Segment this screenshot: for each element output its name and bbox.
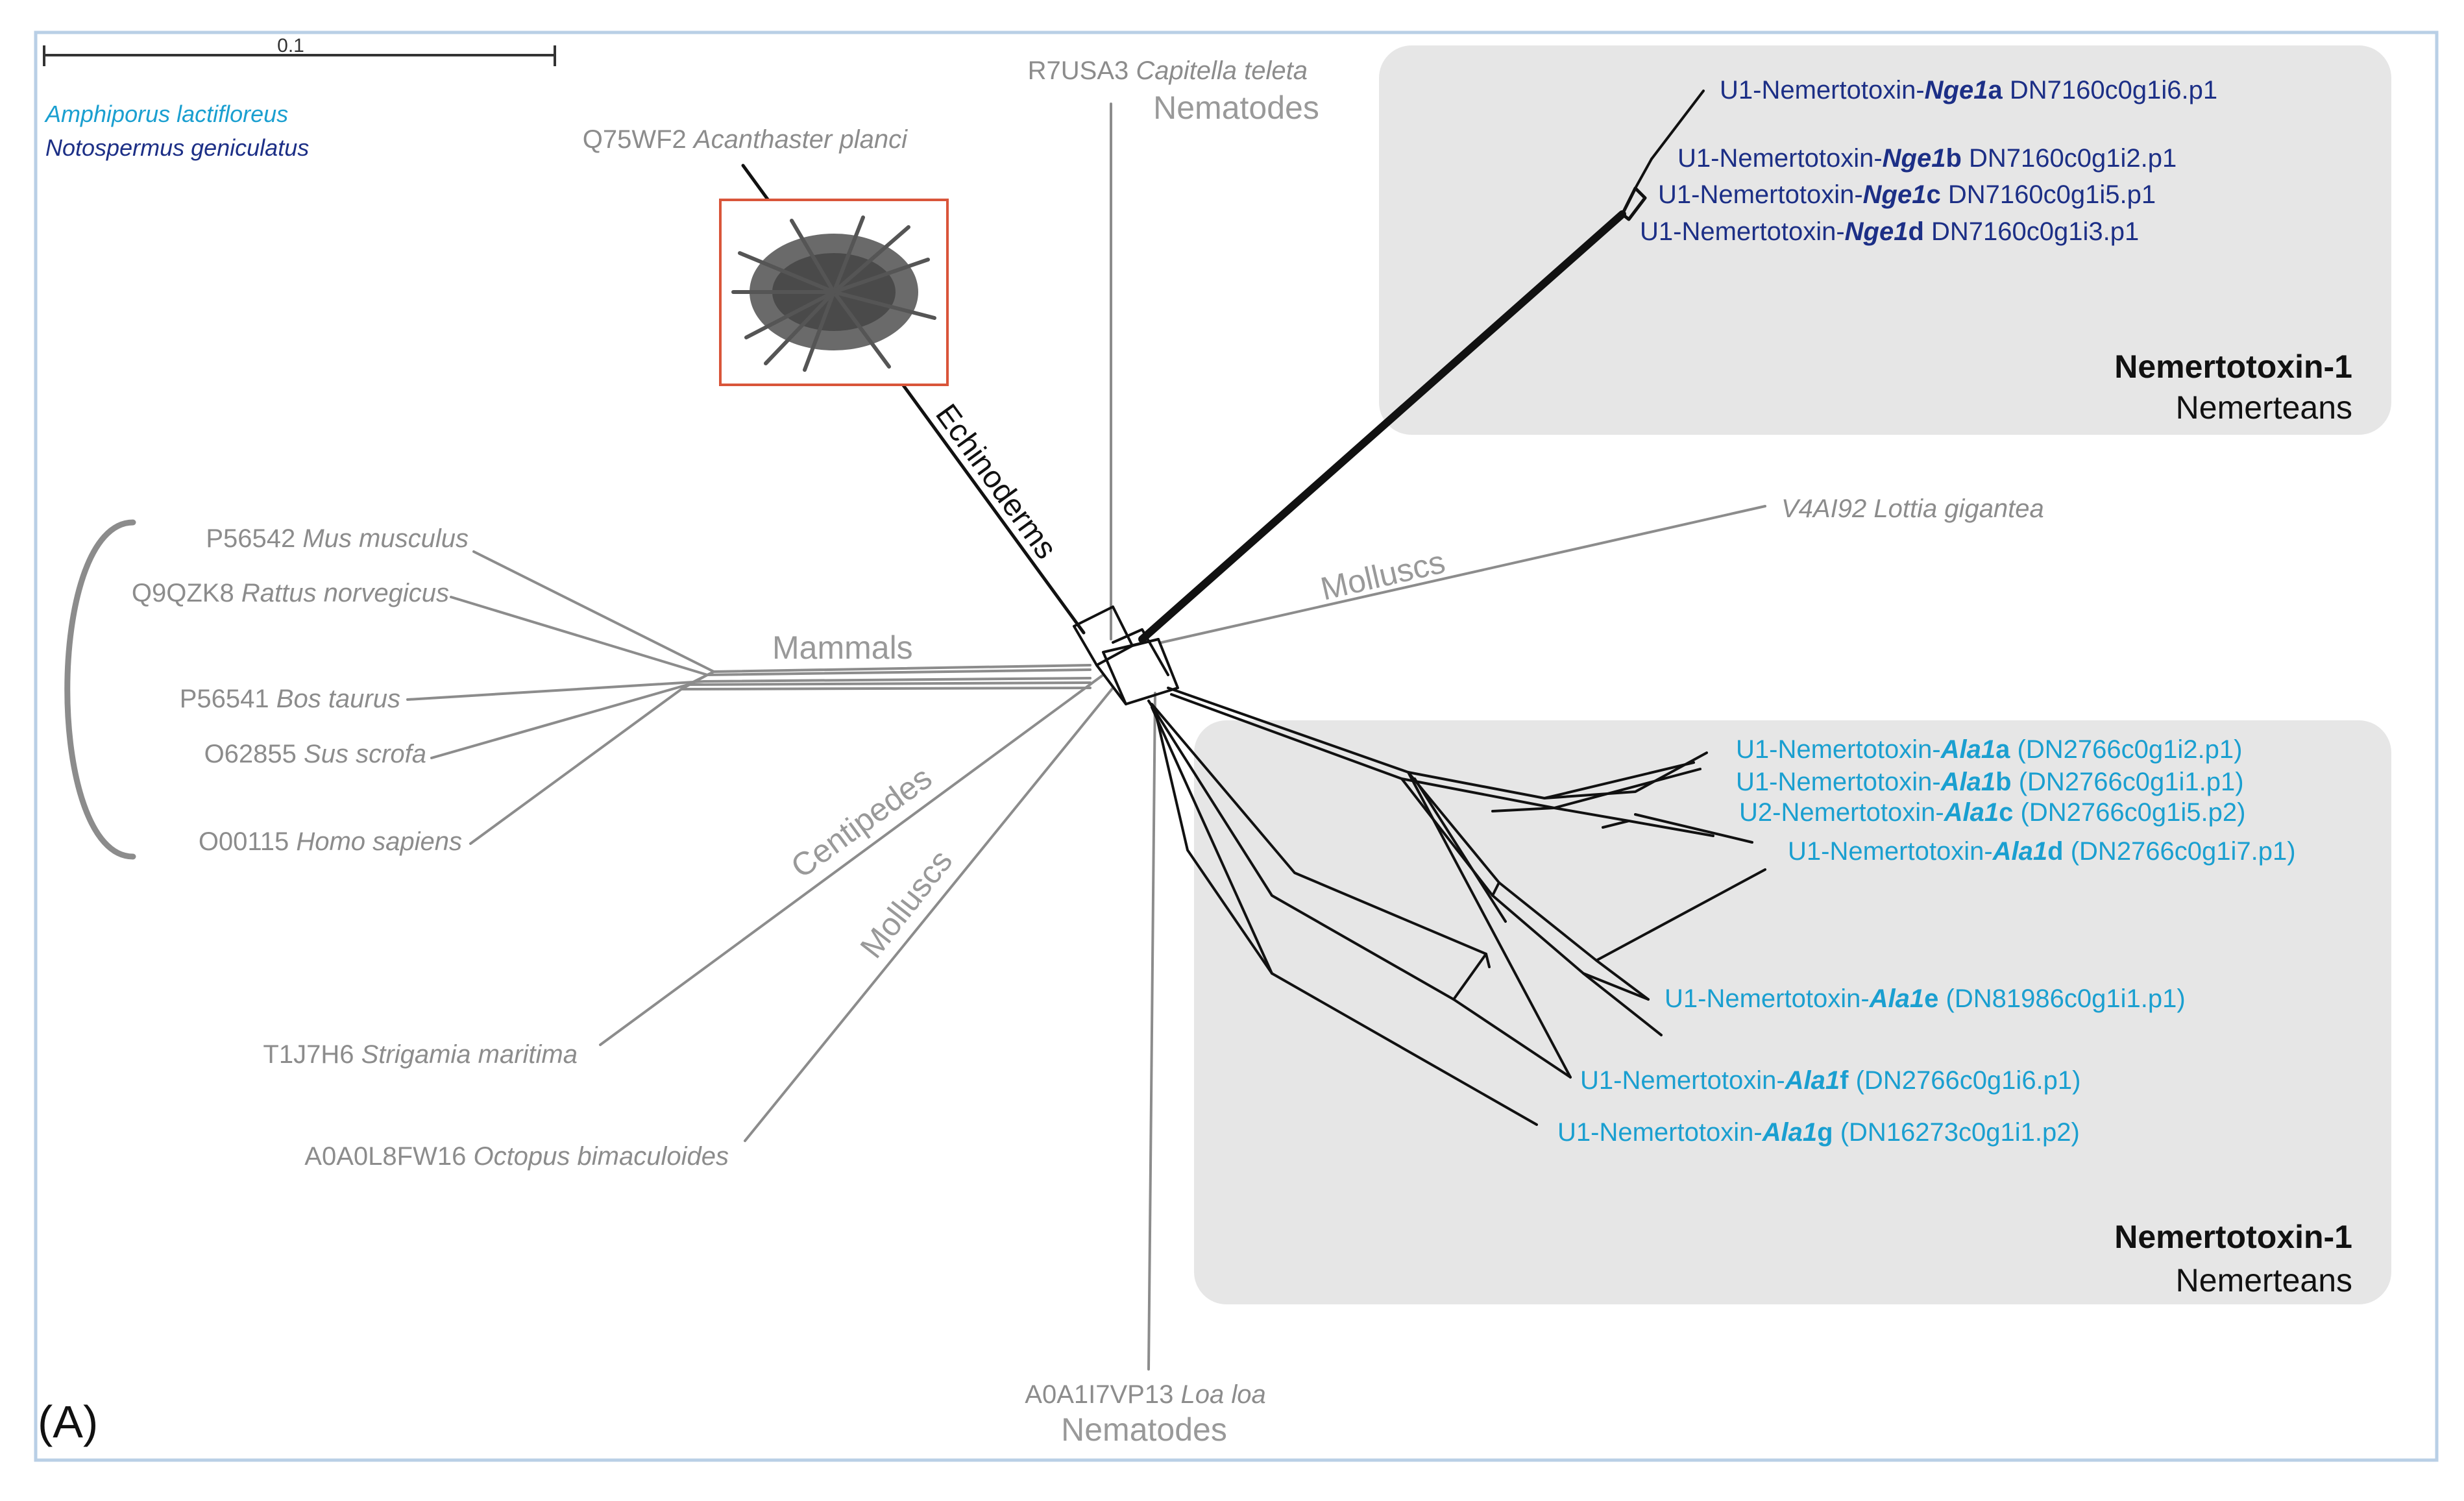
mammal-bracket xyxy=(64,519,136,860)
nge-box-subtitle: Nemerteans xyxy=(2176,389,2352,426)
ala-label-b: U1-Nemertotoxin-Ala1b (DN2766c0g1i1.p1) xyxy=(1736,768,2244,796)
nge-taxa: U1-Nemertotoxin-Nge1a DN7160c0g1i6.p1 U1… xyxy=(1640,76,2217,246)
legend-amphiporus: Amphiporus lactifloreus xyxy=(44,101,288,127)
starfish-icon xyxy=(731,215,936,372)
outgroup-branches xyxy=(599,103,1766,1371)
scale-bar: 0.1 xyxy=(43,35,556,66)
taxon-strigamia: T1J7H6 Strigamia maritima xyxy=(263,1040,578,1069)
nge-label-d: U1-Nemertotoxin-Nge1d DN7160c0g1i3.p1 xyxy=(1640,217,2139,246)
ala-label-f: U1-Nemertotoxin-Ala1f (DN2766c0g1i6.p1) xyxy=(1580,1066,2080,1095)
ala-label-g: U1-Nemertotoxin-Ala1g (DN16273c0g1i1.p2) xyxy=(1557,1118,2080,1147)
taxon-rattus: Q9QZK8 Rattus norvegicus xyxy=(132,579,449,607)
legend-notospermus: Notospermus geniculatus xyxy=(45,134,309,161)
ala-label-c: U2-Nemertotoxin-Ala1c (DN2766c0g1i5.p2) xyxy=(1739,798,2245,827)
taxon-bos: P56541 Bos taurus xyxy=(180,685,400,713)
taxon-octopus: A0A0L8FW16 Octopus bimaculoides xyxy=(304,1142,729,1171)
ala-label-d: U1-Nemertotoxin-Ala1d (DN2766c0g1i7.p1) xyxy=(1788,837,2296,866)
scale-bar-label: 0.1 xyxy=(277,35,304,56)
taxon-lottia: V4AI92 Lottia gigantea xyxy=(1781,494,2044,523)
taxon-sus: O62855 Sus scrofa xyxy=(204,740,426,768)
central-reticulation xyxy=(1073,605,1179,705)
ala-clade-box xyxy=(1194,720,2391,1304)
taxon-homo: O00115 Homo sapiens xyxy=(199,827,462,856)
ala-label-a: U1-Nemertotoxin-Ala1a (DN2766c0g1i2.p1) xyxy=(1736,735,2242,764)
nge-box-title: Nemertotoxin-1 xyxy=(2114,348,2352,385)
taxon-mus: P56542 Mus musculus xyxy=(206,524,469,553)
panel-label: (A) xyxy=(38,1397,98,1447)
ala-box-subtitle: Nemerteans xyxy=(2176,1262,2352,1299)
nge-label-b: U1-Nemertotoxin-Nge1b DN7160c0g1i2.p1 xyxy=(1677,144,2177,173)
taxon-loa: A0A1I7VP13 Loa loa xyxy=(1025,1380,1265,1409)
taxon-capitella: R7USA3 Capitella teleta xyxy=(1028,56,1308,85)
label-mammals: Mammals xyxy=(772,629,913,666)
outgroup-taxa: R7USA3 Capitella teleta Q75WF2 Acanthast… xyxy=(132,56,2044,1409)
label-nematodes-top: Nematodes xyxy=(1153,90,1319,126)
nge-branches xyxy=(1138,90,1705,643)
acanthaster-photo xyxy=(719,199,949,386)
label-nematodes-bottom: Nematodes xyxy=(1061,1411,1227,1448)
nge-label-a: U1-Nemertotoxin-Nge1a DN7160c0g1i6.p1 xyxy=(1720,76,2217,104)
clade-box-titles: Nemertotoxin-1 Nemerteans Nemertotoxin-1… xyxy=(2114,348,2352,1299)
nge-label-c: U1-Nemertotoxin-Nge1c DN7160c0g1i5.p1 xyxy=(1658,180,2156,209)
nge-clade-box xyxy=(1379,45,2391,435)
ala-box-title: Nemertotoxin-1 xyxy=(2114,1219,2352,1255)
mammal-branches xyxy=(406,550,1092,845)
ala-branches xyxy=(1147,687,1766,1126)
ala-label-e: U1-Nemertotoxin-Ala1e (DN81986c0g1i1.p1) xyxy=(1665,984,2186,1013)
ala-taxa: U1-Nemertotoxin-Ala1a (DN2766c0g1i2.p1) … xyxy=(1557,735,2296,1147)
taxon-acanthaster: Q75WF2 Acanthaster planci xyxy=(583,125,908,154)
tree-branches xyxy=(64,90,1766,1371)
